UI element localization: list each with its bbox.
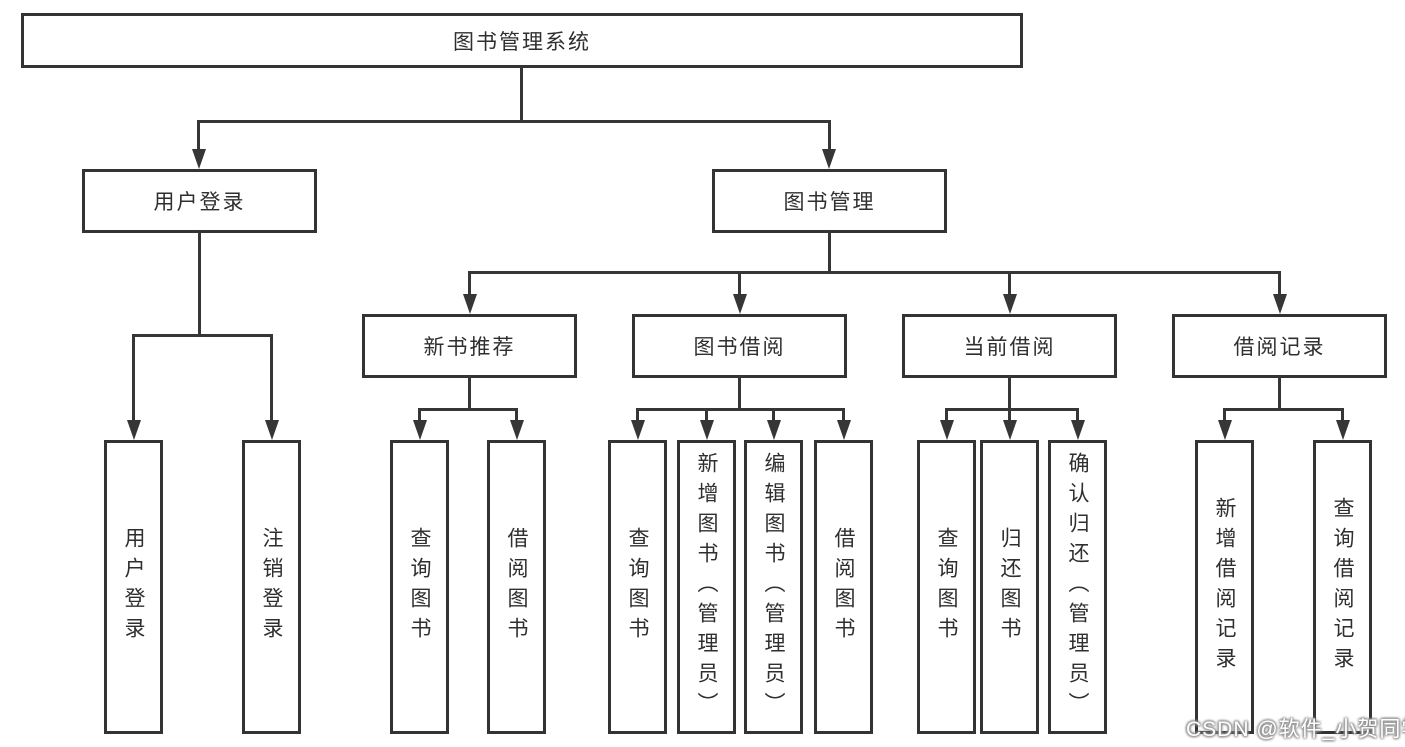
leaf-query-books-recommend: 查询图书: [390, 440, 449, 734]
connector-shaft-leaf-query-recommend: [418, 408, 421, 424]
node-current-borrowing: 当前借阅: [902, 314, 1117, 378]
connector-shaft-borrowing-records: [1278, 271, 1281, 297]
leaf-return-books: 归还图书: [980, 440, 1039, 734]
leaf-label: 查询图书: [408, 527, 431, 647]
connector-book-management-stem: [828, 231, 831, 273]
arrowhead-leaf-user-login: [127, 420, 141, 440]
connector-book-borrowing-stem: [738, 376, 741, 411]
leaf-query-books-current: 查询图书: [917, 440, 976, 734]
leaf-add-borrow-record: 新增借阅记录: [1195, 440, 1254, 734]
connector-new-book-stem: [468, 376, 471, 411]
arrowhead-leaf-query-current: [940, 420, 954, 440]
arrowhead-leaf-borrow-recommend: [510, 420, 524, 440]
arrowhead-leaf-return-books: [1003, 420, 1017, 440]
arrowhead-user-login: [192, 149, 206, 169]
leaf-label: 查询图书: [935, 527, 958, 647]
connector-borrowing-records-stem: [1278, 376, 1281, 411]
arrowhead-leaf-borrow-borrowing: [837, 420, 851, 440]
connector-shaft-leaf-borrow-recommend: [515, 408, 518, 424]
connector-shaft-leaf-query-current: [945, 408, 948, 424]
connector-shaft-book-management: [828, 120, 831, 152]
connector-shaft-leaf-query-borrowing: [636, 408, 639, 424]
connector-shaft-leaf-add-record: [1223, 408, 1226, 424]
leaf-label: 新增图书（管理员）: [695, 452, 718, 722]
leaf-label: 归还图书: [998, 527, 1021, 647]
connector-root-branch: [197, 120, 831, 123]
node-label: 新书推荐: [423, 336, 516, 359]
watermark-text: CSDN @软件_小贺同学: [1186, 718, 1405, 741]
connector-borrowing-records-branch: [1223, 408, 1344, 411]
leaf-label: 注销登录: [260, 527, 283, 647]
node-label: 图书管理: [783, 191, 876, 214]
arrowhead-book-borrowing: [733, 294, 747, 314]
node-book-borrowing: 图书借阅: [632, 314, 847, 378]
connector-shaft-leaf-logout: [270, 334, 273, 424]
connector-shaft-new-book: [468, 271, 471, 297]
connector-root-stem: [520, 66, 523, 122]
node-label: 借阅记录: [1233, 336, 1326, 359]
leaf-label: 借阅图书: [832, 527, 855, 647]
arrowhead-leaf-query-record: [1336, 420, 1350, 440]
leaf-logout: 注销登录: [242, 440, 301, 734]
connector-book-management-branch: [468, 271, 1281, 274]
node-label: 图书借阅: [693, 336, 786, 359]
connector-user-login-stem: [198, 231, 201, 337]
connector-shaft-leaf-return-books: [1008, 408, 1011, 424]
leaf-add-books-admin: 新增图书（管理员）: [677, 440, 736, 734]
leaf-label: 查询图书: [626, 527, 649, 647]
leaf-label: 确认归还（管理员）: [1066, 452, 1089, 722]
node-library-management-system: 图书管理系统: [21, 13, 1023, 68]
node-label: 用户登录: [153, 191, 246, 214]
leaf-label: 用户登录: [122, 527, 145, 647]
connector-shaft-leaf-edit-books: [772, 408, 775, 424]
connector-user-login-branch: [132, 334, 273, 337]
leaf-label: 借阅图书: [505, 527, 528, 647]
connector-book-borrowing-branch: [636, 408, 845, 411]
connector-shaft-book-borrowing: [738, 271, 741, 297]
node-borrowing-records: 借阅记录: [1172, 314, 1387, 378]
connector-current-borrowing-stem: [1008, 376, 1011, 411]
arrowhead-leaf-add-record: [1218, 420, 1232, 440]
node-book-management: 图书管理: [712, 169, 947, 233]
arrowhead-borrowing-records: [1273, 294, 1287, 314]
node-label: 当前借阅: [963, 336, 1056, 359]
leaf-label: 编辑图书（管理员）: [762, 452, 785, 722]
node-user-login: 用户登录: [82, 169, 317, 233]
connector-shaft-leaf-borrow-borrowing: [842, 408, 845, 424]
node-label: 图书管理系统: [453, 30, 591, 54]
connector-shaft-leaf-user-login: [132, 334, 135, 424]
arrowhead-new-book: [463, 294, 477, 314]
connector-current-borrowing-branch: [945, 408, 1079, 411]
leaf-query-books-borrowing: 查询图书: [608, 440, 667, 734]
arrowhead-leaf-query-recommend: [413, 420, 427, 440]
leaf-user-login: 用户登录: [104, 440, 163, 734]
connector-shaft-leaf-query-record: [1341, 408, 1344, 424]
leaf-borrow-books-borrowing: 借阅图书: [814, 440, 873, 734]
leaf-borrow-books-recommend: 借阅图书: [487, 440, 546, 734]
arrowhead-leaf-edit-books: [767, 420, 781, 440]
arrowhead-leaf-confirm-return: [1071, 420, 1085, 440]
arrowhead-current-borrowing: [1003, 294, 1017, 314]
arrowhead-leaf-add-books: [700, 420, 714, 440]
arrowhead-book-management: [822, 149, 836, 169]
connector-shaft-current-borrowing: [1008, 271, 1011, 297]
connector-shaft-leaf-confirm-return: [1076, 408, 1079, 424]
leaf-query-borrow-record: 查询借阅记录: [1313, 440, 1372, 734]
leaf-label: 查询借阅记录: [1331, 497, 1354, 677]
connector-shaft-leaf-add-books: [705, 408, 708, 424]
arrowhead-leaf-logout: [265, 420, 279, 440]
connector-shaft-user-login: [197, 120, 200, 152]
node-new-book-recommendation: 新书推荐: [362, 314, 577, 378]
leaf-confirm-return-admin: 确认归还（管理员）: [1048, 440, 1107, 734]
leaf-label: 新增借阅记录: [1213, 497, 1236, 677]
arrowhead-leaf-query-borrowing: [631, 420, 645, 440]
connector-new-book-branch: [418, 408, 518, 411]
leaf-edit-books-admin: 编辑图书（管理员）: [744, 440, 803, 734]
